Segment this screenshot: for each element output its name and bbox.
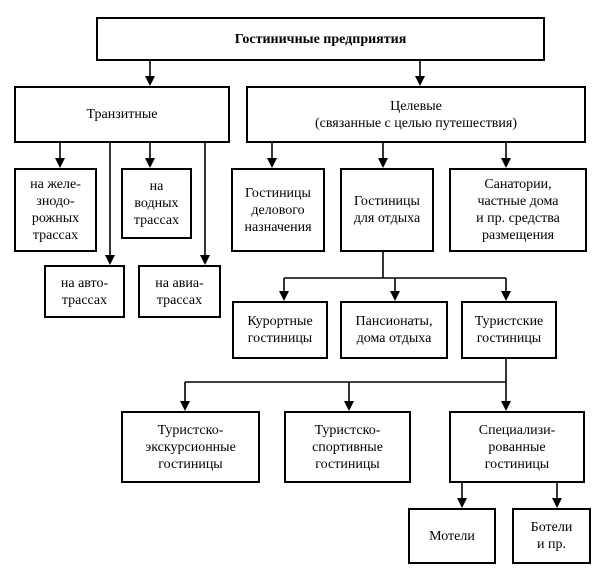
- excursion-hotels-box: Туристско- экскурсионные гостиницы: [121, 411, 260, 483]
- target-box: Целевые (связанные с целью путешествия): [246, 86, 586, 143]
- special-hotels-box: Специализи- рованные гостиницы: [449, 411, 585, 483]
- root-box: Гостиничные предприятия: [96, 17, 545, 61]
- leisure-hotels-box: Гостиницы для отдыха: [340, 168, 434, 252]
- transit-auto-box: на авто- трассах: [44, 265, 125, 318]
- transit-box: Транзитные: [14, 86, 230, 143]
- pensions-box: Пансионаты, дома отдыха: [340, 301, 448, 359]
- boatels-box: Ботели и пр.: [512, 508, 591, 564]
- sanatoria-box: Санатории, частные дома и пр. средства р…: [449, 168, 587, 252]
- motels-box: Мотели: [408, 508, 496, 564]
- transit-rail-box: на желе- знодо- рожных трассах: [14, 168, 97, 252]
- transit-air-box: на авиа- трассах: [138, 265, 221, 318]
- resort-hotels-box: Курортные гостиницы: [232, 301, 328, 359]
- transit-water-box: на водных трассах: [121, 168, 192, 239]
- business-hotels-box: Гостиницы делового назначения: [231, 168, 325, 252]
- tourist-hotels-box: Туристские гостиницы: [461, 301, 557, 359]
- sport-hotels-box: Туристско- спортивные гостиницы: [284, 411, 411, 483]
